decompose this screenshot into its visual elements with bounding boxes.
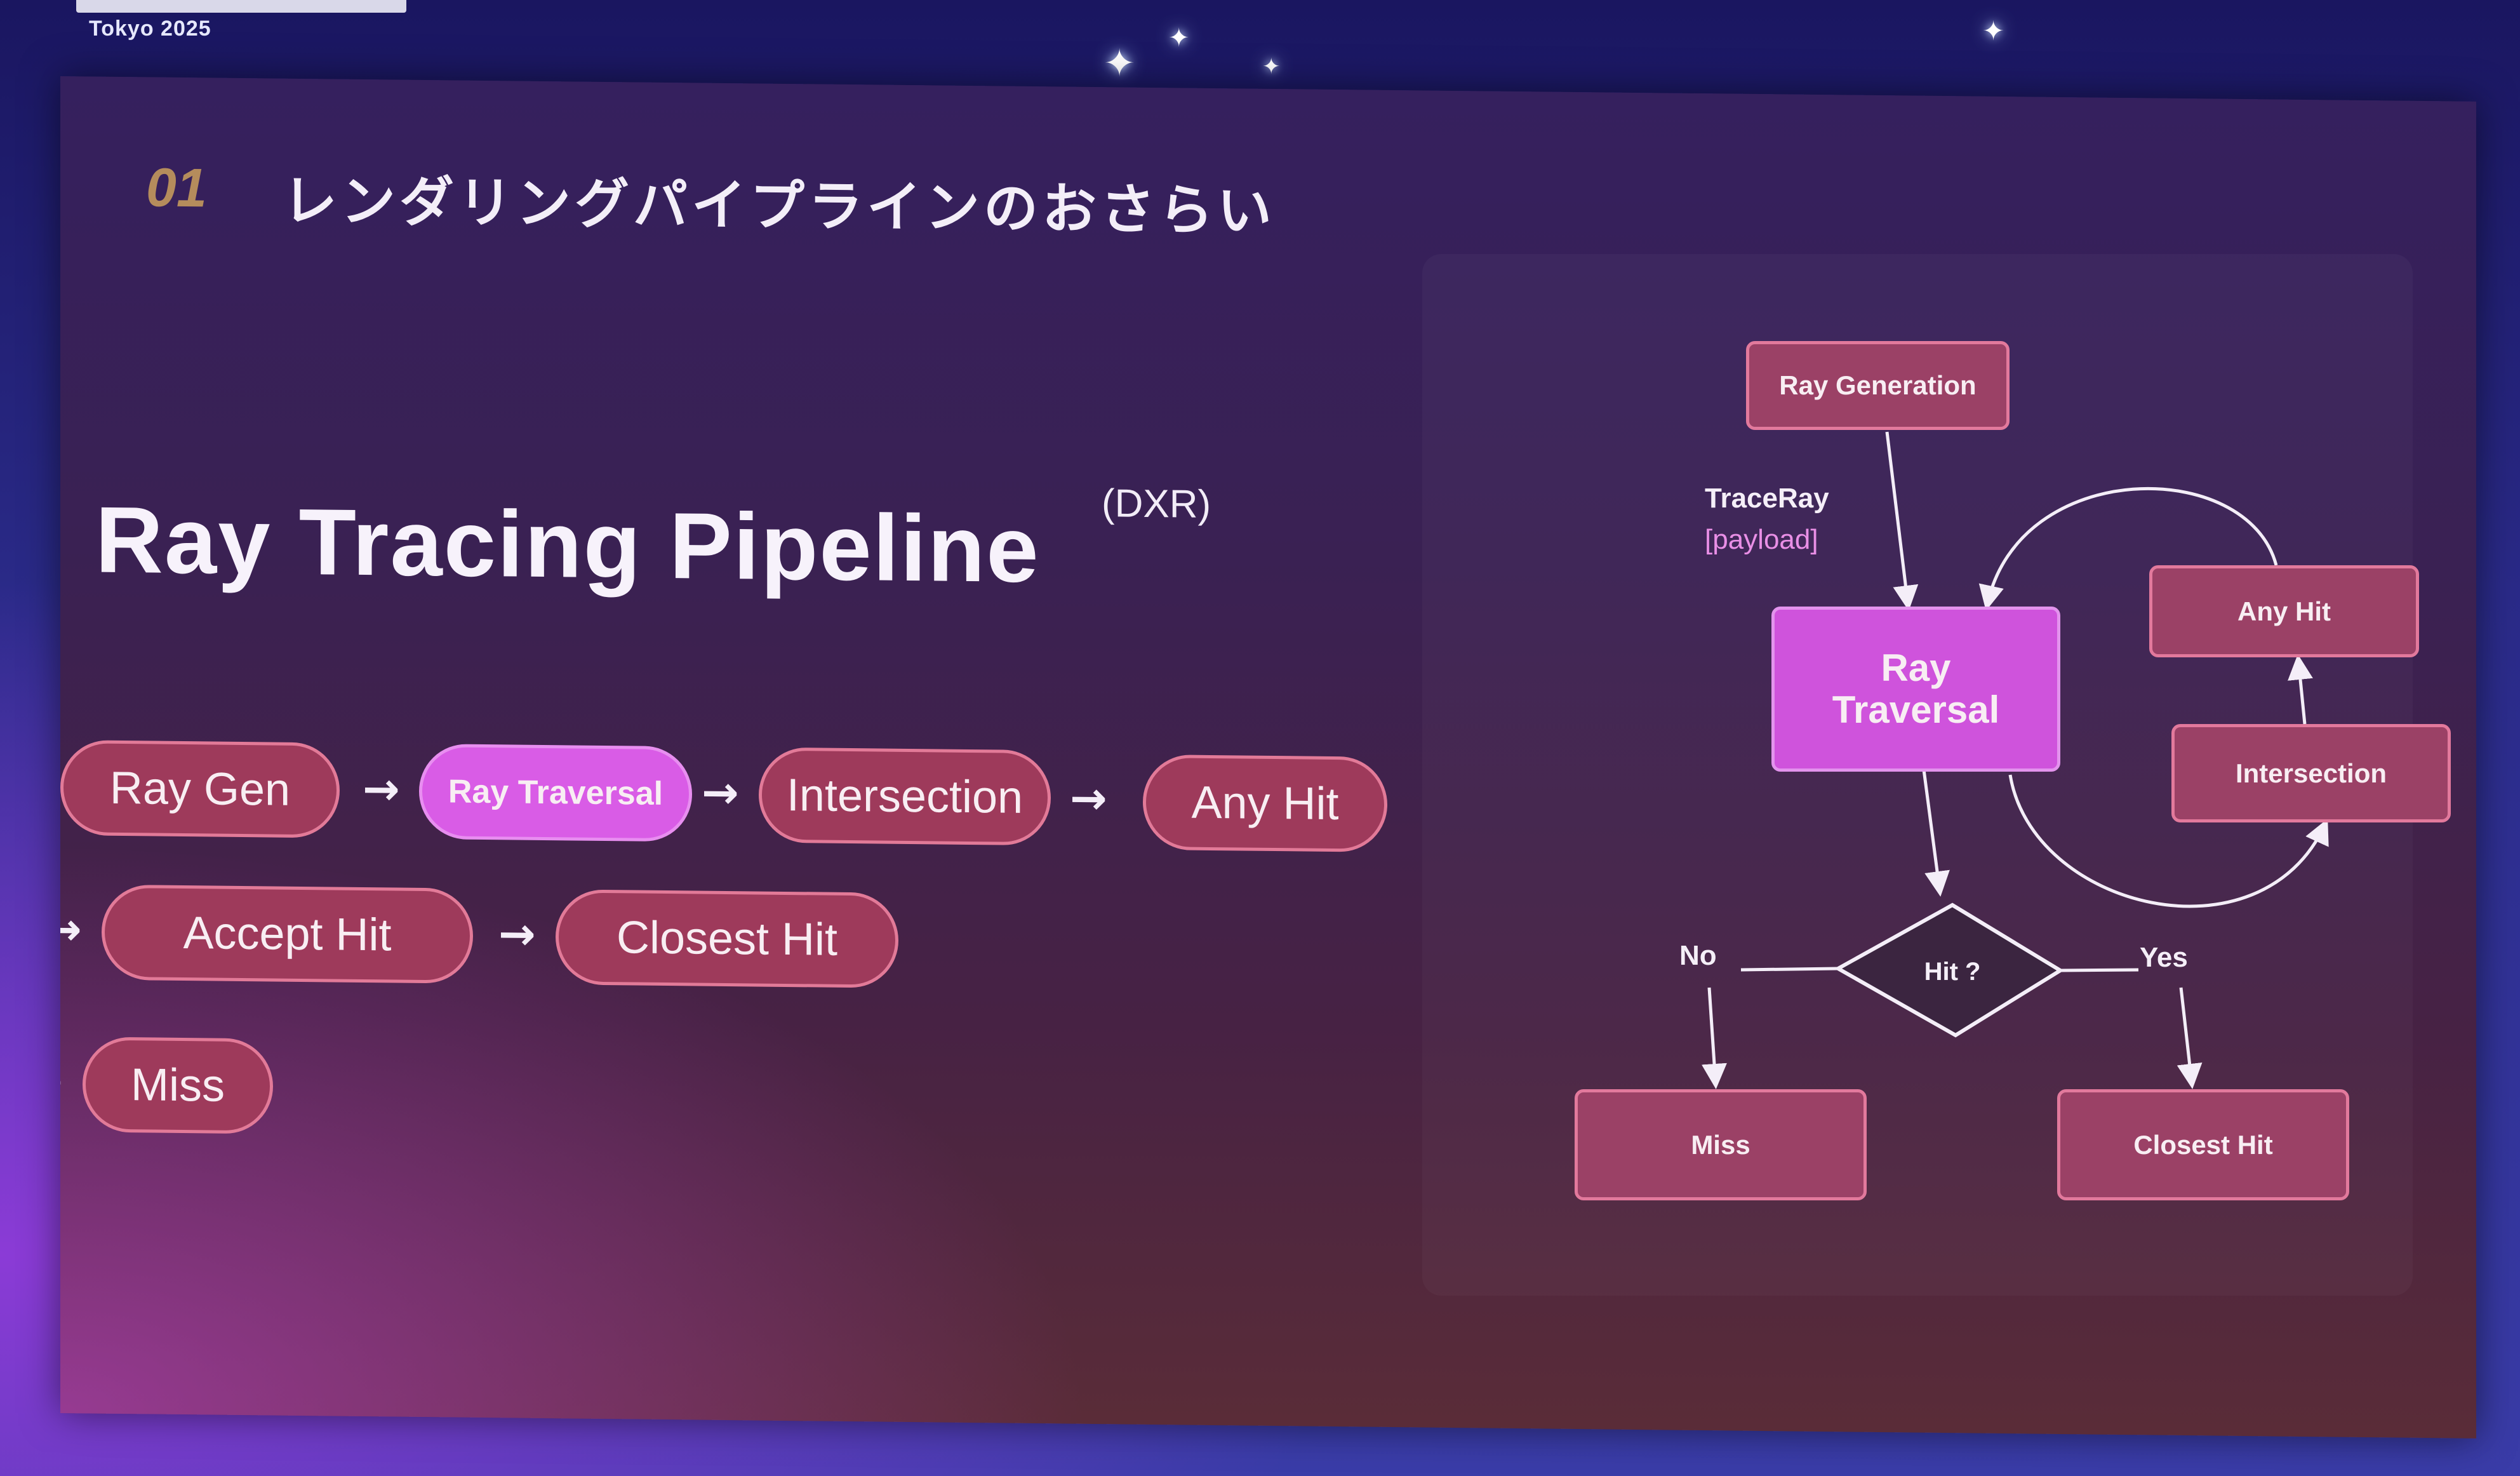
edge-intersection-to-any-hit (2288, 654, 2313, 725)
edge-traversal-loop-to-intersection (2008, 774, 2329, 908)
edge-traversal-to-decision (1922, 769, 1950, 897)
edge-any-hit-loop-to-traversal (1978, 486, 2278, 611)
node-intersection: Intersection (2171, 724, 2451, 822)
node-miss: Miss (1575, 1089, 1867, 1200)
trace-ray-label: TraceRay (1705, 483, 1829, 514)
node-closest-hit: Closest Hit (2057, 1089, 2349, 1200)
sparkle-star-icon: ✦ (1982, 15, 2005, 46)
payload-label: [payload] (1705, 524, 1818, 555)
sparkle-star-icon: ✦ (1168, 23, 1190, 53)
decision-hit-label: Hit ? (1924, 958, 1981, 986)
node-ray-generation: Ray Generation (1746, 341, 2010, 430)
edge-no-branch (1740, 967, 1839, 972)
ray-traversal-line-2: Traversal (1832, 688, 2000, 731)
node-ray-traversal: Ray Traversal (1771, 607, 2060, 772)
ray-traversal-line-1: Ray (1881, 647, 1951, 689)
edge-yes-to-closest-hit (2177, 987, 2203, 1089)
edge-raygen-to-traversal (1885, 431, 1919, 611)
sparkle-star-icon: ✦ (1262, 54, 1281, 79)
no-branch-label: No (1679, 940, 1717, 971)
yes-branch-label: Yes (2140, 942, 2188, 973)
event-name: Tokyo 2025 (89, 17, 211, 41)
decision-diamond (1834, 902, 2064, 1038)
event-logo (76, 0, 406, 13)
sparkle-star-icon: ✦ (1103, 41, 1136, 86)
edge-no-to-miss (1702, 987, 1727, 1089)
node-any-hit: Any Hit (2149, 565, 2419, 657)
